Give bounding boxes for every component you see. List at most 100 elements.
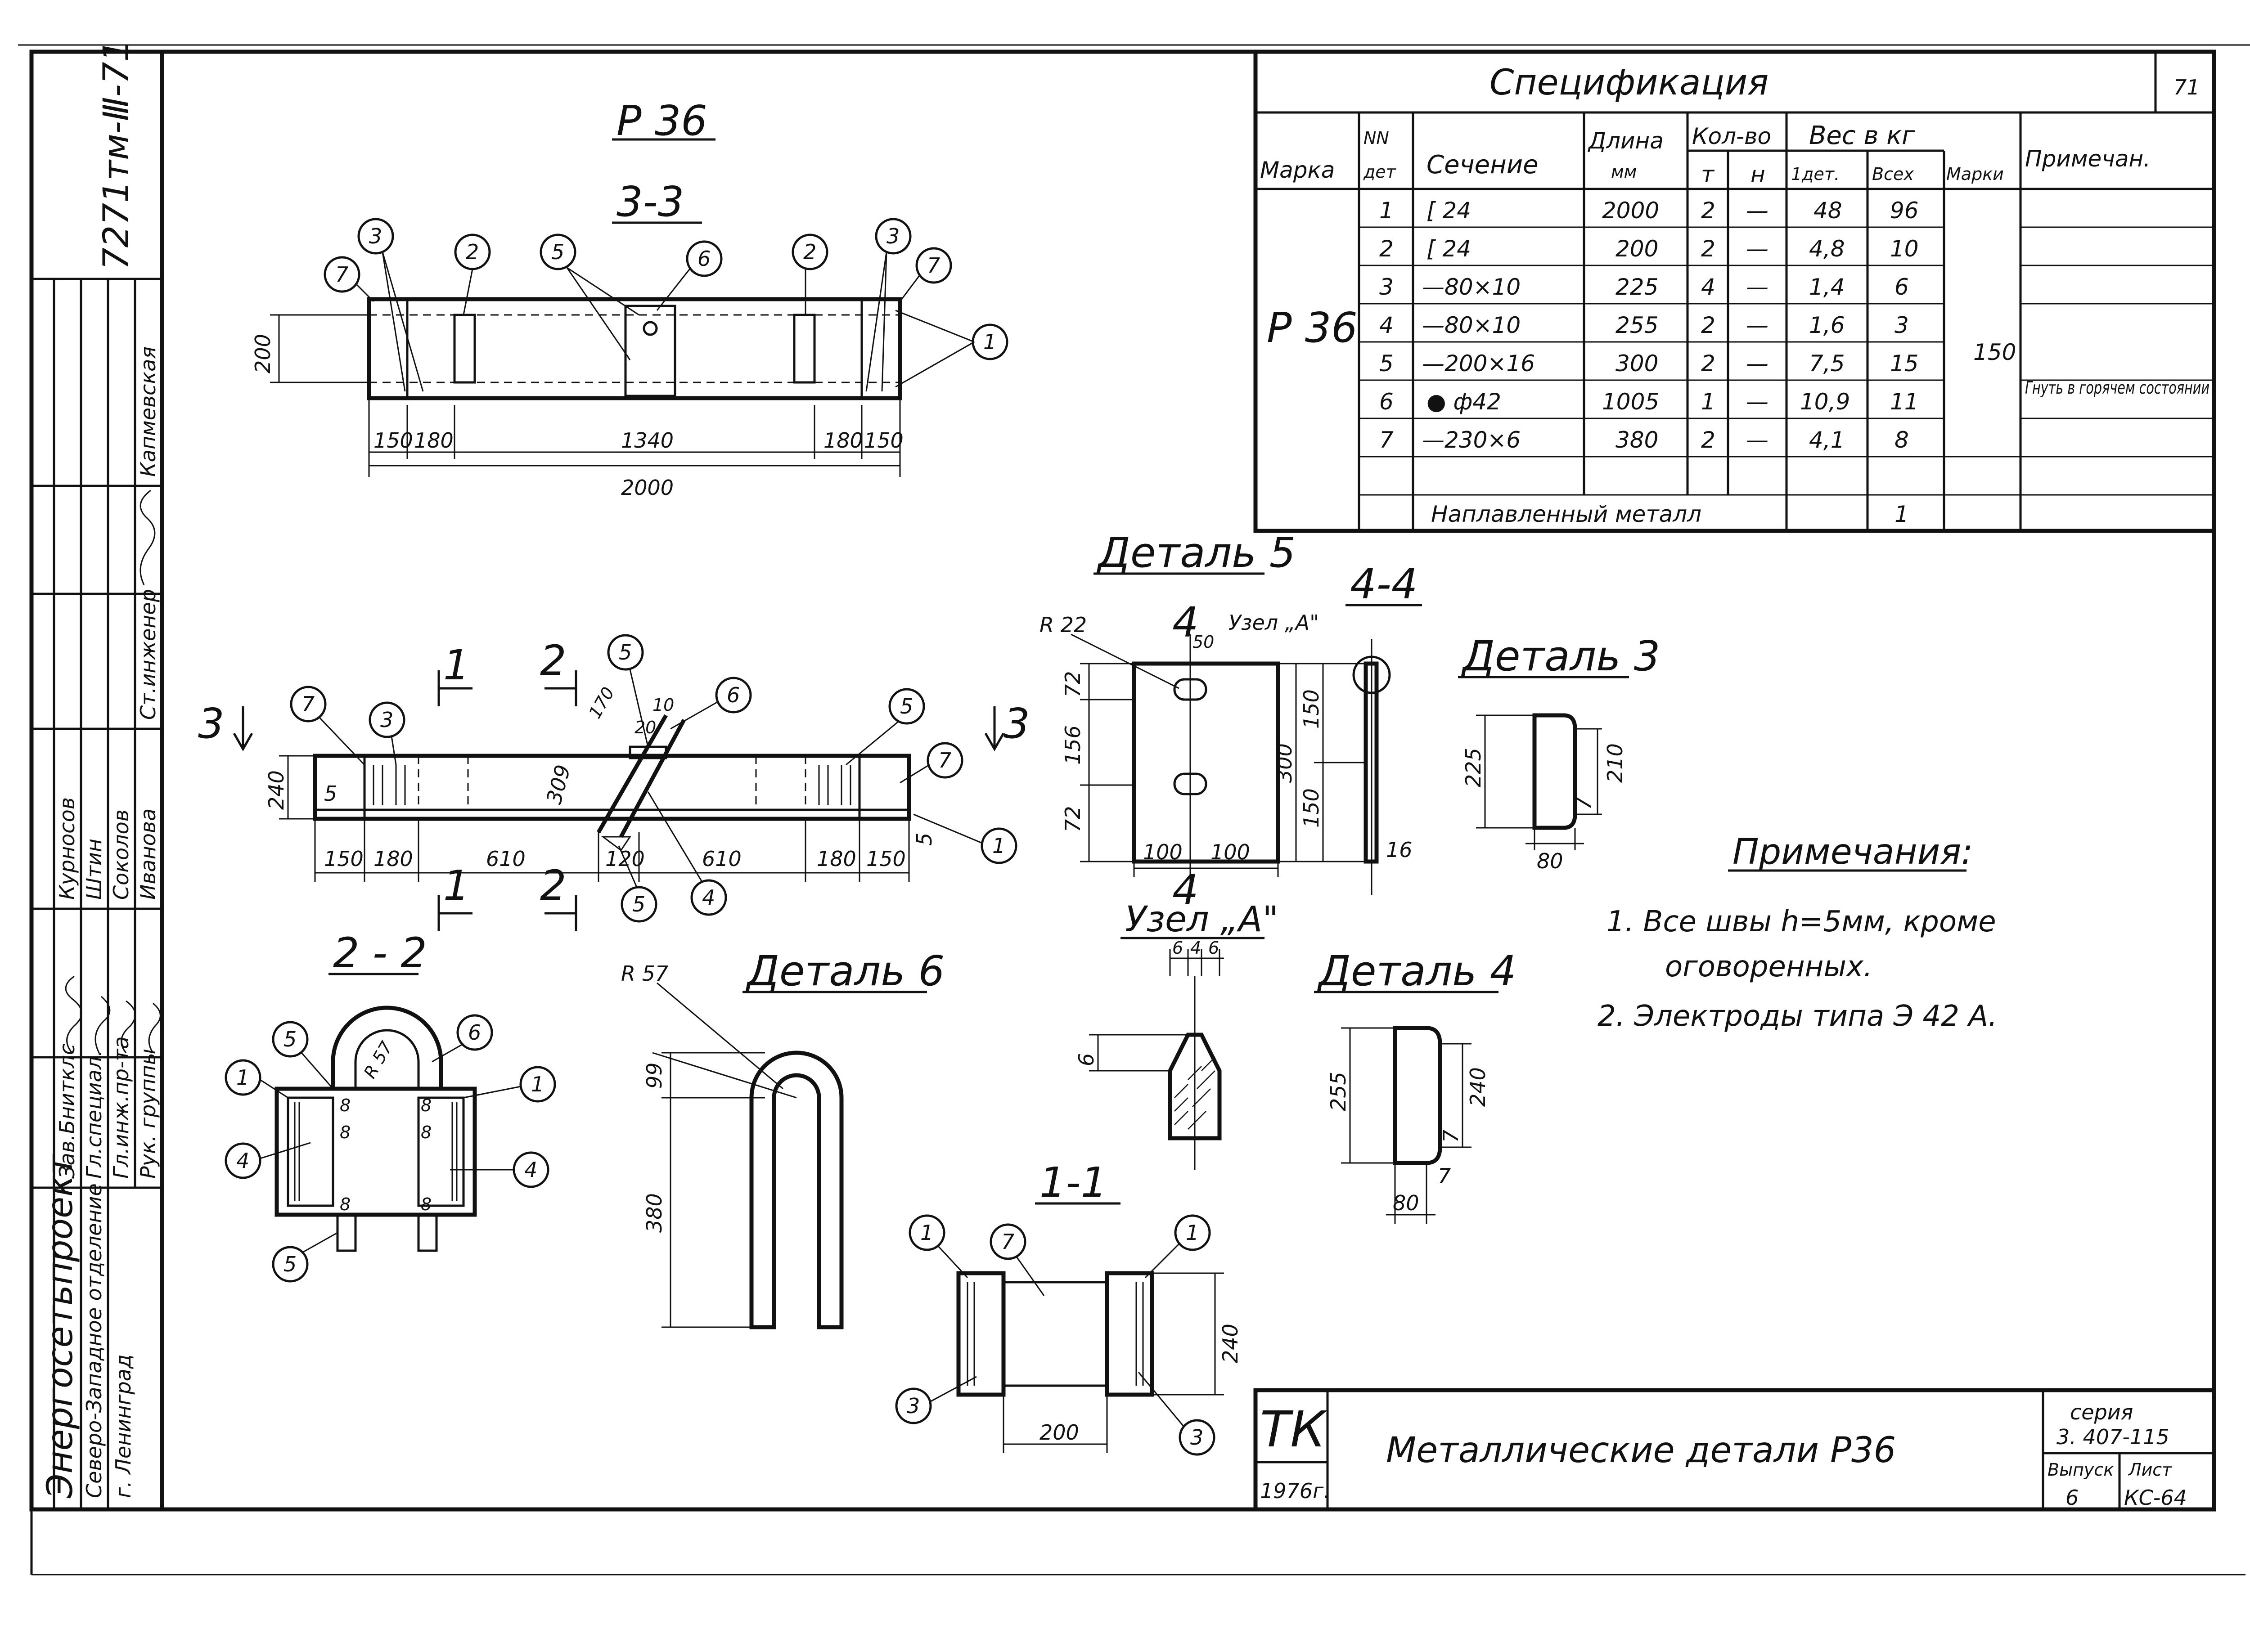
- dim-33-a: 150: [374, 428, 413, 453]
- svg-text:7: 7: [1379, 427, 1394, 453]
- svg-text:—: —: [1746, 274, 1768, 300]
- dim-33-b: 180: [414, 428, 454, 453]
- spec-table: Спецификация 71 Марка NN дет Сечение Дли…: [1253, 49, 2216, 533]
- signature-1: [140, 489, 156, 585]
- svg-text:2: 2: [540, 862, 567, 910]
- dim-33-d: 180: [824, 428, 863, 453]
- hdr-qty-t: т: [1701, 162, 1715, 188]
- stamp-org-1: Энергосетьпроект: [40, 1154, 81, 1499]
- issue-label: Выпуск: [2048, 1460, 2114, 1480]
- callout-11: 1 7 1 3 3: [895, 1214, 1215, 1456]
- svg-text:96: 96: [1890, 198, 1919, 224]
- svg-text:1: 1: [236, 1065, 249, 1090]
- hdr-qty: Кол-во: [1692, 123, 1771, 149]
- issue-value: 6: [2066, 1486, 2079, 1510]
- svg-text:7: 7: [1439, 1130, 1463, 1143]
- spec-row-6: 6 ● ф42 1005 1 — 10,9 11 Гнуть в горячем…: [1379, 378, 2210, 415]
- hdr-section: Сечение: [1426, 150, 1539, 180]
- weld-metal-value: 1: [1894, 501, 1909, 527]
- detail-6: Деталь 6 R 57 99 380: [621, 947, 945, 1329]
- svg-text:4,8: 4,8: [1809, 236, 1845, 262]
- svg-text:4: 4: [1172, 598, 1199, 646]
- svg-text:2: 2: [803, 240, 816, 264]
- svg-text:4: 4: [1190, 938, 1201, 958]
- signature-2: [65, 975, 82, 1053]
- spec-row-7: 7 —230×6 380 2 — 4,1 8: [1379, 427, 1909, 453]
- section-2-2: 2 - 2 8 8 8 8 8 8 R 57 5 1 4 5 6 1 4: [225, 929, 556, 1283]
- svg-text:3: 3: [886, 224, 900, 248]
- svg-text:80: 80: [1393, 1191, 1419, 1215]
- doc-code: 7271тм-Ⅲ-71: [96, 40, 137, 270]
- dim-main-b: 180: [374, 847, 413, 871]
- svg-text:5: 5: [551, 240, 564, 264]
- callout-22: 5 1 4 5 6 1 4: [225, 1014, 556, 1283]
- svg-text:3: 3: [198, 700, 225, 748]
- svg-text:7: 7: [302, 692, 315, 716]
- svg-text:1: 1: [1186, 1221, 1199, 1245]
- hdr-w-mark: Марки: [1946, 164, 2004, 184]
- dim-main-k: 309: [541, 762, 575, 807]
- node-a-title: Узел „А": [1125, 899, 1278, 940]
- svg-text:5: 5: [284, 1027, 297, 1051]
- svg-text:8: 8: [421, 1122, 432, 1142]
- section-markers: 1 1 2 2 3 3: [198, 637, 1030, 931]
- hdr-det: NN: [1364, 128, 1389, 148]
- svg-text:4: 4: [236, 1149, 249, 1173]
- detail-4: Деталь 4 255 240 7 7 80: [1314, 947, 1516, 1224]
- svg-text:5: 5: [1379, 350, 1394, 377]
- svg-text:240: 240: [1218, 1324, 1242, 1363]
- detail-3: Деталь 3 225 210 7 80: [1458, 632, 1660, 873]
- svg-text:8: 8: [421, 1095, 432, 1115]
- main-elevation: 150 180 610 120 610 180 150 240 5 5 309 …: [198, 634, 1030, 931]
- svg-text:48: 48: [1814, 198, 1842, 224]
- dim-main-m: 10: [652, 695, 674, 715]
- stamp-role-5: Ст.инженер: [136, 589, 160, 720]
- svg-text:240: 240: [1466, 1067, 1490, 1107]
- svg-text:8: 8: [340, 1122, 351, 1142]
- svg-text:6: 6: [698, 247, 711, 271]
- svg-text:200: 200: [1616, 236, 1658, 262]
- spec-row-1: 1 [ 24 2000 2 — 48 96: [1379, 198, 1919, 224]
- series-label: серия: [2070, 1400, 2133, 1424]
- svg-text:7,5: 7,5: [1809, 350, 1845, 377]
- svg-text:2: 2: [1701, 236, 1715, 262]
- hdr-w-one: 1дет.: [1791, 164, 1840, 184]
- svg-text:255: 255: [1616, 312, 1658, 338]
- svg-text:8: 8: [340, 1095, 351, 1115]
- svg-text:—230×6: —230×6: [1422, 427, 1521, 453]
- svg-text:7: 7: [938, 748, 951, 772]
- svg-text:2: 2: [1701, 350, 1715, 377]
- stamp-role-3: Гл.инж.пр-та: [109, 1036, 133, 1179]
- svg-text:[ 24: [ 24: [1426, 198, 1471, 224]
- svg-text:3: 3: [1004, 700, 1030, 748]
- sheet-label: Лист: [2128, 1460, 2173, 1480]
- stamp-year: 1976г.: [1260, 1479, 1330, 1503]
- node-a-ref: Узел „А": [1228, 611, 1319, 635]
- dim-main-a: 150: [324, 847, 364, 871]
- svg-text:5: 5: [900, 694, 913, 718]
- stamp-name-4: Иванова: [136, 808, 160, 900]
- svg-text:10: 10: [1890, 236, 1919, 262]
- svg-text:[ 24: [ 24: [1426, 236, 1471, 262]
- detail-5-title: Деталь 5: [1096, 529, 1296, 577]
- note-1: 1. Все швы h=5мм, кроме: [1606, 905, 1996, 938]
- svg-text:—80×10: —80×10: [1422, 274, 1521, 300]
- row6-note: Гнуть в горячем состоянии: [2025, 378, 2210, 398]
- svg-text:1005: 1005: [1602, 389, 1659, 415]
- dim-main-h: 240: [264, 770, 288, 810]
- svg-text:6: 6: [468, 1020, 481, 1045]
- svg-text:—: —: [1746, 350, 1768, 377]
- title-block: ТК 1976г. Металлические детали Р36 серия…: [1253, 1388, 2216, 1512]
- svg-text:7: 7: [335, 262, 348, 287]
- svg-text:15: 15: [1890, 350, 1919, 377]
- stamp-org-3: г. Ленинград: [111, 1354, 135, 1498]
- stamp-name-1: Курносов: [55, 797, 79, 900]
- section-1-1: 1-1 240 200 1 7 1 3 3: [895, 1158, 1242, 1456]
- svg-text:150: 150: [1299, 689, 1323, 729]
- dim-main-g: 150: [866, 847, 906, 871]
- top-title: Р 36: [616, 97, 707, 145]
- section-4-4: 4-4 Узел „А" 150 150 16: [1228, 560, 1422, 895]
- spec-row-5: 5 —200×16 300 2 — 7,5 15: [1379, 350, 1919, 377]
- svg-text:—200×16: —200×16: [1422, 350, 1535, 377]
- signature-5: [148, 1002, 161, 1053]
